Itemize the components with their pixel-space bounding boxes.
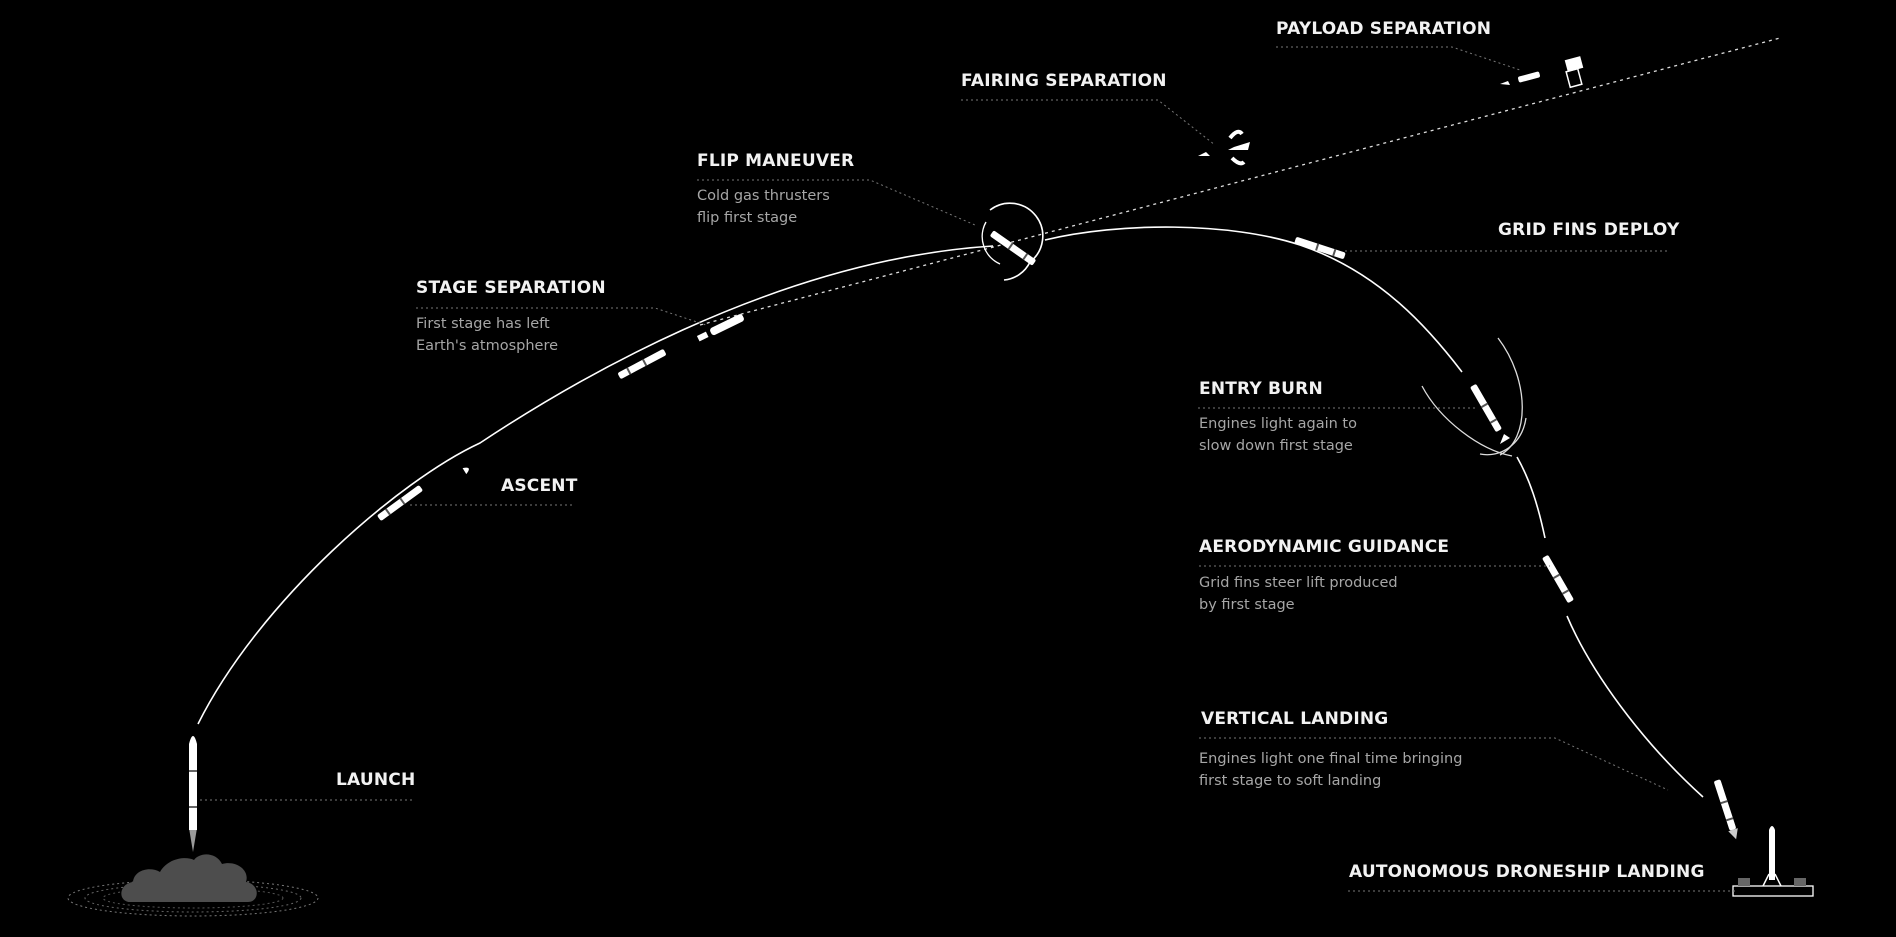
stage-separation-desc-line: First stage has left	[416, 316, 550, 332]
leader-lines	[200, 46, 1736, 892]
aero-guidance-rocket	[1541, 554, 1575, 604]
leader-payload-separation	[1276, 46, 1521, 71]
vertical-landing-label: VERTICAL LANDING	[1201, 709, 1389, 729]
flip-maneuver-description: Cold gas thrusters flip first stage	[697, 185, 830, 229]
grid-fins-deploy-label: GRID FINS DEPLOY	[1498, 220, 1680, 240]
launch-exhaust	[189, 828, 197, 852]
flip-maneuver-marker	[981, 202, 1044, 281]
entry-burn-desc-line: slow down first stage	[1199, 438, 1353, 454]
vertical-landing-desc-line: first stage to soft landing	[1199, 773, 1382, 789]
leader-fairing-separation	[961, 99, 1216, 146]
stage-separation-desc-line: Earth's atmosphere	[416, 338, 559, 354]
entry-burn-label: ENTRY BURN	[1199, 379, 1323, 399]
entry-burn-description: Engines light again to slow down first s…	[1199, 413, 1357, 457]
stage-separation-rocket	[696, 314, 744, 342]
vertical-landing-rocket	[1713, 779, 1738, 840]
vertical-landing-description: Engines light one final time bringing fi…	[1199, 748, 1462, 792]
launch-rocket	[189, 736, 197, 830]
stage-separation-description: First stage has left Earth's atmosphere	[416, 313, 558, 357]
ascent-rocket-1	[376, 484, 424, 522]
payload-separation-label: PAYLOAD SEPARATION	[1276, 19, 1492, 39]
payload-separation-marker	[1500, 56, 1584, 89]
fairing-separation-label: FAIRING SEPARATION	[961, 71, 1167, 91]
droneship-landing-label: AUTONOMOUS DRONESHIP LANDING	[1349, 862, 1705, 882]
vertical-landing-desc-line: Engines light one final time bringing	[1199, 751, 1463, 767]
ascent-rocket-2	[462, 467, 469, 475]
flip-maneuver-label: FLIP MANEUVER	[697, 151, 855, 171]
leader-vertical-landing	[1199, 737, 1669, 791]
grid-fins-rocket	[1294, 236, 1346, 260]
ascent-label: ASCENT	[501, 476, 578, 496]
entry-burn-desc-line: Engines light again to	[1199, 416, 1357, 432]
stage-separation-label: STAGE SEPARATION	[416, 278, 606, 298]
launch-smoke-cloud	[121, 854, 257, 902]
entry-trajectory	[1516, 456, 1546, 539]
aero-guidance-desc-line: Grid fins steer lift produced	[1199, 575, 1398, 591]
flip-maneuver-desc-line: Cold gas thrusters	[697, 188, 830, 204]
second-stage-path	[699, 37, 1781, 326]
boostback-trajectory	[1044, 226, 1463, 373]
landing-trajectory	[1566, 615, 1704, 798]
aerodynamic-guidance-label: AERODYNAMIC GUIDANCE	[1199, 537, 1450, 557]
droneship	[1732, 826, 1814, 897]
fairing-separation-marker	[1198, 129, 1250, 166]
aerodynamic-guidance-description: Grid fins steer lift produced by first s…	[1199, 572, 1398, 616]
ascent-rocket-3	[617, 348, 667, 380]
ascent-trajectory	[197, 245, 994, 725]
entry-burn-marker	[1421, 337, 1527, 457]
aero-guidance-desc-line: by first stage	[1199, 597, 1295, 613]
flip-maneuver-desc-line: flip first stage	[697, 210, 798, 226]
launch-label: LAUNCH	[336, 770, 416, 790]
